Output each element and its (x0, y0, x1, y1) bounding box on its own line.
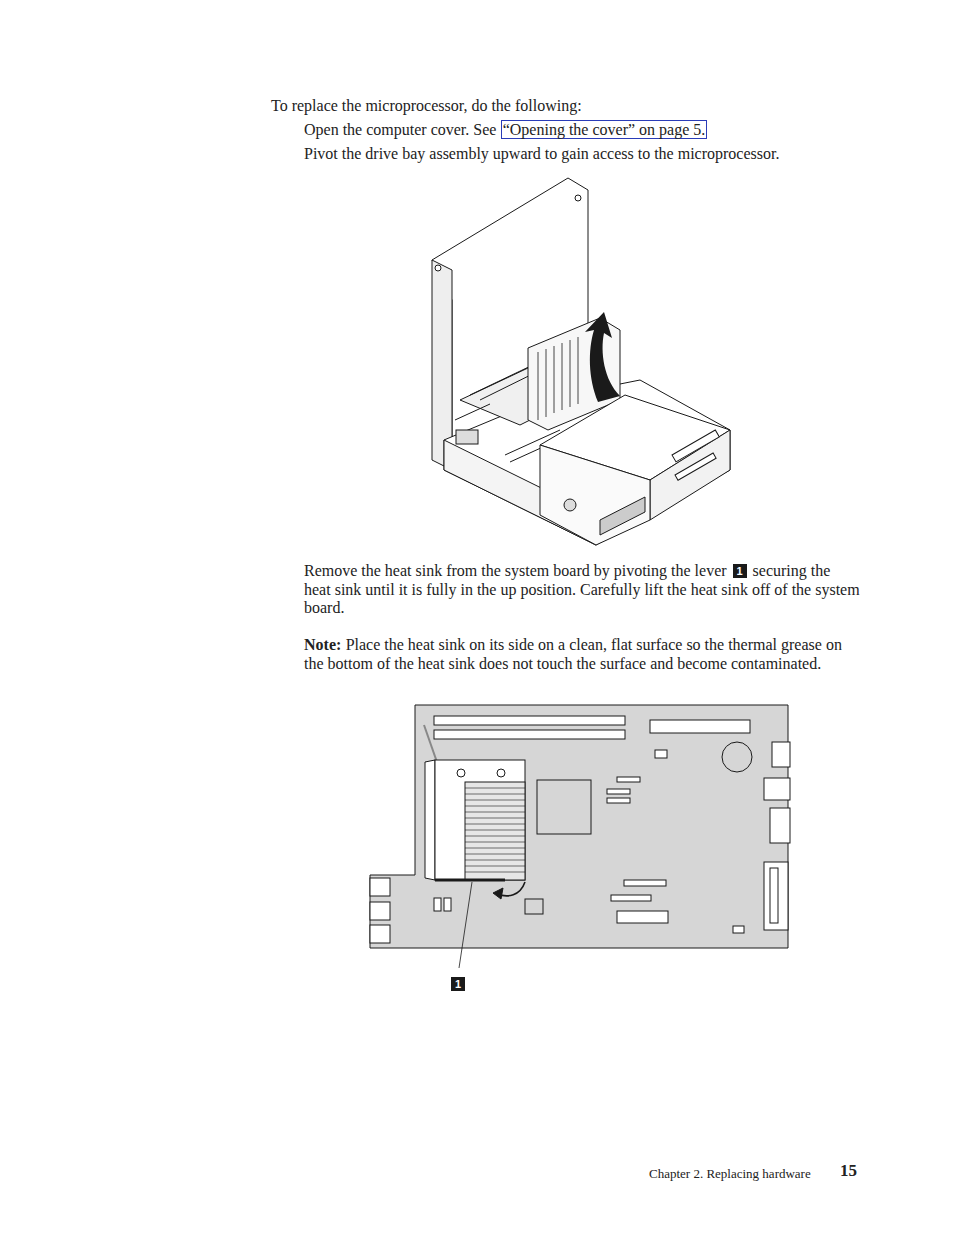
body-text: Open the computer cover. See (304, 121, 496, 138)
computer-illustration (432, 178, 730, 545)
text-block: 1 (451, 975, 471, 994)
page-number: 15 (840, 1161, 857, 1180)
note-heading: Note: (304, 636, 341, 653)
running-footer: Chapter 2. Replacing hardware (649, 1166, 811, 1181)
heat-sink (425, 760, 525, 899)
text-block: Remove the heat sink from the system boa… (304, 562, 860, 618)
pivot-arrow (585, 312, 620, 402)
body-text: Remove the heat sink from the system boa… (304, 562, 727, 579)
text-block: 15 (840, 1162, 880, 1181)
leader-line (459, 882, 472, 968)
cross-reference-link: “Opening the cover” on page 5. (501, 120, 708, 139)
body-text: To replace the microprocessor, do the fo… (271, 97, 582, 114)
text-block: To replace the microprocessor, do the fo… (271, 97, 911, 116)
text-block: Chapter 2. Replacing hardware (649, 1164, 849, 1184)
text-block: Note:Place the heat sink on its side on … (304, 636, 860, 673)
text-block: Open the computer cover. See “Opening the… (304, 121, 924, 140)
system-board (370, 705, 790, 948)
text-block: Pivot the drive bay assembly upward to g… (304, 145, 924, 164)
body-text: Pivot the drive bay assembly upward to g… (304, 145, 779, 162)
callout-number: 1 (733, 564, 747, 578)
callout-number: 1 (451, 977, 465, 991)
body-text: Place the heat sink on its side on a cle… (304, 636, 842, 672)
